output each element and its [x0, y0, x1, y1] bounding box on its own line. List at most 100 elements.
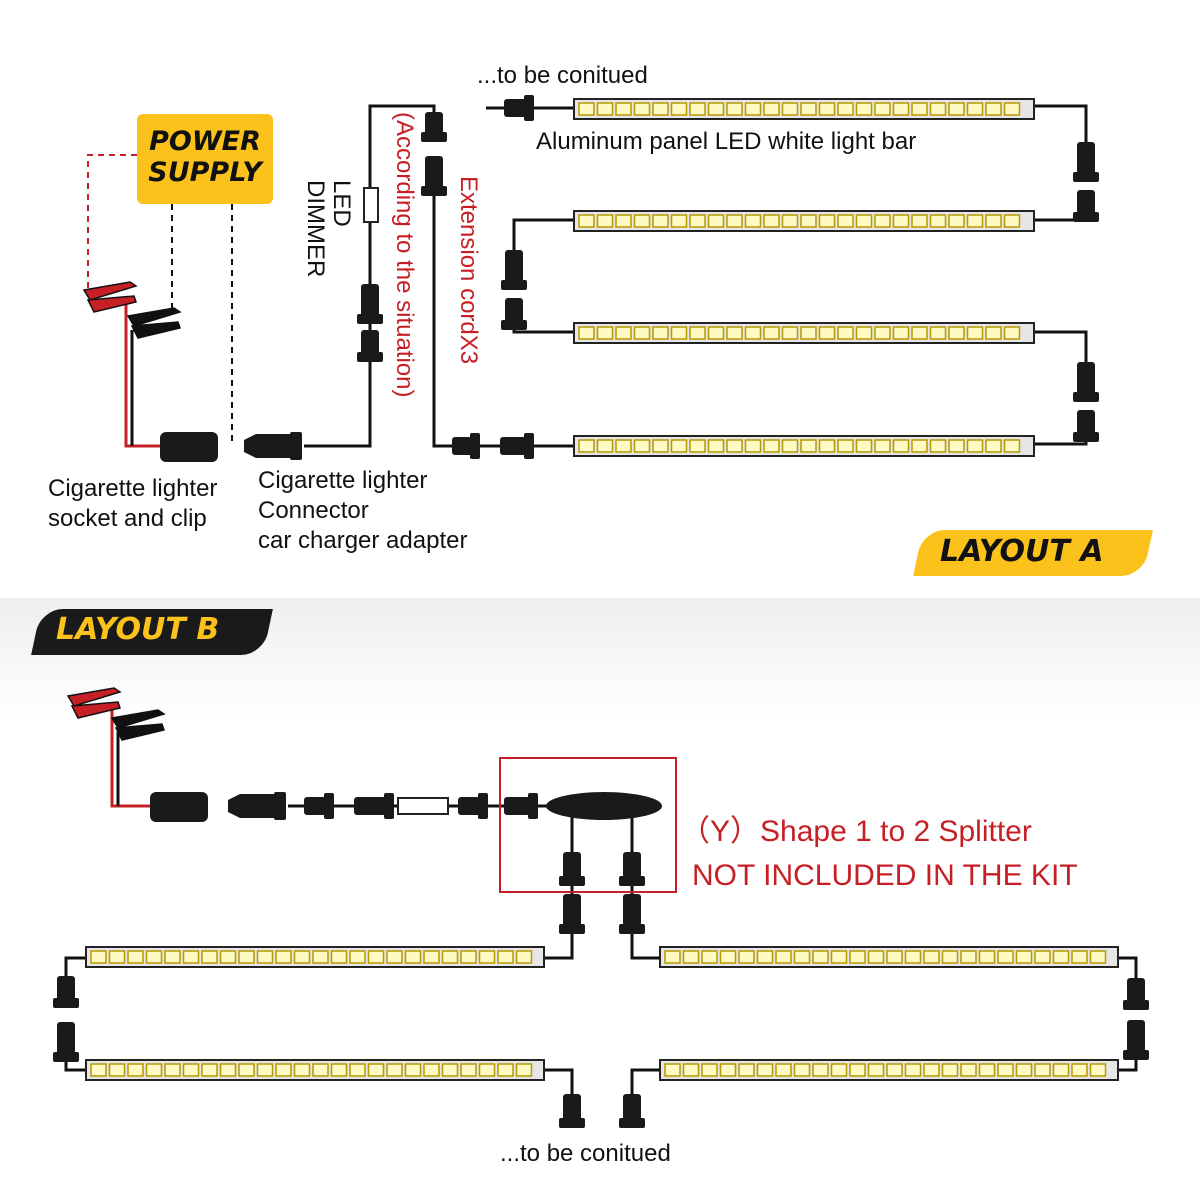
connector [1073, 190, 1099, 222]
led-chip [923, 950, 940, 964]
led-chip [689, 439, 706, 453]
led-chip [886, 950, 903, 964]
connector [504, 95, 534, 121]
devices [66, 187, 677, 893]
led-chip [664, 950, 681, 964]
led-chip [756, 950, 774, 964]
wire [1034, 330, 1088, 366]
led-chip [948, 439, 965, 453]
led-chip [775, 1063, 792, 1077]
wire [1034, 104, 1088, 142]
led-chip [689, 326, 706, 340]
extension-cord-label: Extension cordX3 [455, 176, 482, 365]
connector [421, 156, 447, 196]
led-chip [966, 214, 984, 228]
led-chip [670, 439, 688, 453]
led-chip [90, 950, 107, 964]
led-chip [929, 102, 947, 116]
led-chip [941, 1063, 959, 1077]
connector-collar [1073, 172, 1099, 182]
connector-body [354, 797, 390, 815]
led-chip [615, 102, 632, 116]
connector-collar [528, 793, 538, 819]
led-chip [682, 1063, 700, 1077]
led-chip [256, 950, 274, 964]
connector-collar [478, 793, 488, 819]
connector-collar [421, 186, 447, 196]
led-chip [707, 326, 725, 340]
led-chip [652, 214, 669, 228]
led-chip [1015, 950, 1033, 964]
led-chip [855, 214, 873, 228]
led-chip [201, 950, 218, 964]
connector-body [425, 112, 443, 138]
connector-collar [524, 95, 534, 121]
led-chip [929, 439, 947, 453]
led-chip [330, 950, 348, 964]
led-chip [349, 950, 366, 964]
connector [559, 1094, 585, 1128]
connector [500, 433, 534, 459]
led-chip [948, 214, 965, 228]
clip-jaw-top [110, 709, 166, 729]
led-chip [293, 1063, 311, 1077]
led-chip [108, 1063, 126, 1077]
led-chip [830, 1063, 848, 1077]
led-chip [744, 326, 762, 340]
led-chip [670, 102, 688, 116]
led-chip [652, 326, 669, 340]
led-chip [164, 950, 181, 964]
connector-body [425, 156, 443, 192]
led-chip [948, 102, 965, 116]
led-chip [1003, 102, 1021, 116]
led-chip [578, 214, 595, 228]
wire [630, 930, 660, 960]
led-chip [818, 326, 836, 340]
connector [619, 1094, 645, 1128]
led-chip [349, 1063, 366, 1077]
led-chip [701, 950, 718, 964]
splitter-body [546, 792, 662, 820]
connector-collar [53, 1052, 79, 1062]
led-chip [966, 439, 984, 453]
connector-body [57, 976, 75, 1004]
led-chip [633, 439, 651, 453]
led-chip [1071, 950, 1088, 964]
led-chip [497, 950, 514, 964]
connectors [53, 95, 1149, 1128]
led-chip [775, 950, 792, 964]
connector-collar [1123, 1000, 1149, 1010]
led-chip [127, 1063, 144, 1077]
led-chip [615, 326, 632, 340]
layout-a-tag: LAYOUT A [940, 534, 1104, 569]
led-chip [578, 102, 595, 116]
connector-body [563, 1094, 581, 1124]
led-chip [874, 326, 891, 340]
led-chip [145, 1063, 163, 1077]
wire [64, 956, 86, 978]
connector-body [504, 797, 534, 815]
led-chip [837, 102, 854, 116]
led-chip [578, 326, 595, 340]
led-chip [818, 214, 836, 228]
led-light-bar [659, 946, 1119, 968]
layout-b-section-background [0, 598, 1200, 1200]
connector [357, 330, 383, 362]
led-chip [812, 950, 829, 964]
power-supply-dashed-lines [87, 154, 233, 446]
led-chip [793, 950, 811, 964]
led-chip [719, 950, 737, 964]
led-chip [837, 439, 854, 453]
led-chip [404, 1063, 422, 1077]
led-chip [615, 214, 632, 228]
led-chip [966, 326, 984, 340]
led-chip [90, 1063, 107, 1077]
led-chip [367, 950, 385, 964]
led-chip [423, 1063, 440, 1077]
led-chip [800, 439, 817, 453]
connector [357, 284, 383, 324]
led-chip [515, 950, 533, 964]
black-alligator-clip-b [110, 709, 166, 741]
led-chip [108, 950, 126, 964]
plug-body [244, 434, 290, 458]
